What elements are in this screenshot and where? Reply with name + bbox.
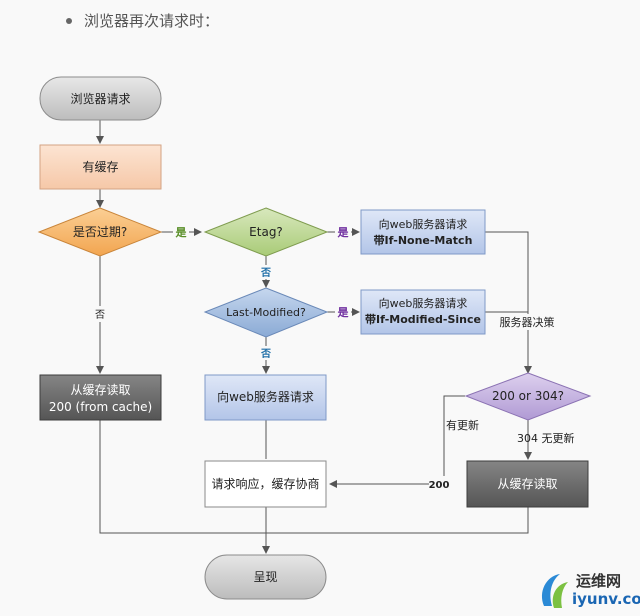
last-modified-diamond (203, 287, 329, 338)
no-lm-bg (258, 346, 274, 360)
yes-expired-bg (173, 224, 189, 240)
watermark-logo: 运维网 iyunv.com (536, 564, 640, 616)
expired-label: 是否过期? (73, 225, 127, 239)
bullet-icon (66, 17, 72, 24)
yes-lm-label: 是 (337, 306, 350, 319)
end-label: 呈现 (253, 570, 277, 584)
edge-etagreq-decision (485, 231, 532, 374)
read-cache-line2: 200 (from cache) (49, 400, 152, 414)
server-decision-label: 服务器决策 (500, 315, 555, 329)
read-cache-line1: 从缓存读取 (70, 383, 130, 397)
end-node (204, 554, 327, 600)
lm-request-line2: 带If-Modified-Since (365, 312, 481, 326)
status-label: 200 or 304? (492, 389, 564, 403)
etag-request-line1: 向web服务器请求 (379, 217, 468, 231)
etag-request-box (360, 209, 486, 255)
lm-request-line1: 向web服务器请求 (379, 296, 468, 310)
no-lm-label: 否 (260, 348, 271, 360)
watermark-icon (541, 574, 568, 608)
read-cache-304-box (466, 460, 589, 508)
yes-lm-bg (335, 304, 351, 320)
expired-diamond (37, 207, 163, 257)
etag-label: Etag? (249, 225, 283, 239)
edge-decision-respond (329, 395, 465, 488)
no-etag-bg (258, 265, 274, 279)
server-decision-bg (494, 314, 560, 330)
lm-request-box (360, 289, 486, 335)
label-200-bg (429, 476, 451, 492)
page-heading: 浏览器再次请求时： (66, 10, 219, 31)
no-etag-label: 否 (260, 267, 271, 279)
has-cache-box (39, 144, 162, 190)
watermark-text-url: iyunv.com (572, 590, 640, 608)
etag-request-line2: 带If-None-Match (374, 233, 473, 247)
yes-etag-label: 是 (337, 226, 350, 239)
web-request-box (204, 374, 327, 421)
has-update-label: 有更新 (446, 418, 479, 432)
edge-readcache-end (99, 420, 266, 534)
label-304: 304 无更新 (517, 431, 575, 445)
respond-box (204, 460, 327, 508)
label-200: 200 (429, 480, 450, 491)
has-cache-label: 有缓存 (82, 160, 118, 174)
start-label: 浏览器请求 (70, 91, 130, 106)
etag-diamond (203, 207, 329, 257)
watermark-text-cn: 运维网 (576, 572, 622, 590)
no-expired-bg (92, 306, 108, 322)
start-node (39, 76, 162, 121)
edge-readcache304-end (266, 507, 529, 534)
web-request-label: 向web服务器请求 (217, 389, 314, 404)
status-diamond (464, 372, 592, 421)
read-cache-box (39, 374, 162, 421)
no-expired-label: 否 (95, 309, 105, 321)
yes-etag-bg (335, 224, 351, 240)
heading-text: 浏览器再次请求时： (84, 12, 220, 30)
respond-label: 请求响应，缓存协商 (211, 476, 319, 491)
last-modified-label: Last-Modified? (226, 306, 306, 319)
read-cache-304-label: 从缓存读取 (497, 477, 557, 491)
yes-expired-label: 是 (175, 226, 188, 239)
